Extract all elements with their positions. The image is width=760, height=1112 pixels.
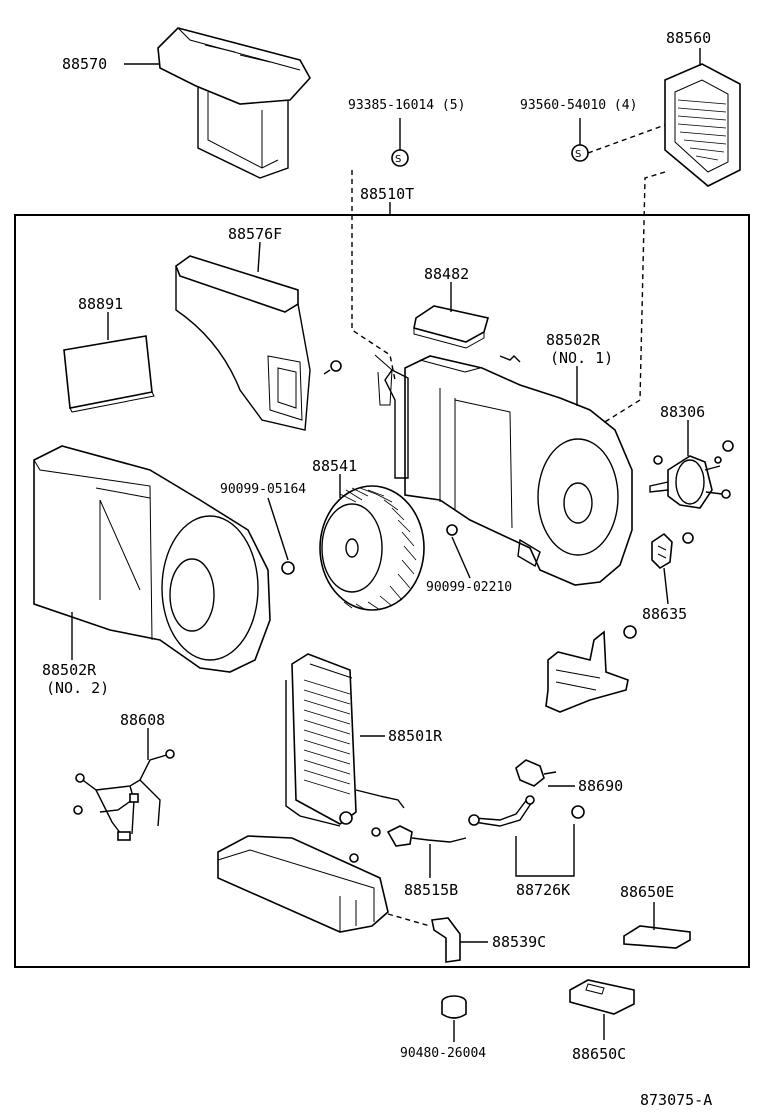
screw-s-right: S: [571, 144, 589, 162]
part-88560-drawing: [664, 63, 741, 187]
screw-case-1: [323, 360, 342, 375]
part-88608-drawing: [73, 749, 175, 841]
label-93560-54010: 93560-54010 (4): [520, 98, 638, 113]
label-88635: 88635: [642, 605, 688, 623]
part-88726K-drawing: [468, 795, 585, 827]
part-88502R-no2-drawing: [33, 445, 271, 673]
label-88576F: 88576F: [228, 225, 283, 243]
screw-case-3: [446, 524, 458, 536]
svg-text:S: S: [575, 149, 581, 160]
label-90480-26004: 90480-26004: [400, 1046, 487, 1061]
screw-s-left: S: [391, 149, 409, 167]
part-88635-drawing: [651, 532, 694, 570]
part-88650E-drawing: [623, 925, 691, 949]
part-88306-drawing: [649, 440, 734, 509]
svg-text:S: S: [395, 154, 401, 165]
label-88570: 88570: [62, 55, 108, 73]
part-90480-drawing: [441, 995, 467, 1019]
part-88891-drawing: [63, 335, 155, 413]
label-88891: 88891: [78, 295, 124, 313]
part-88570-drawing: [157, 27, 311, 179]
part-88539C-drawing: [431, 917, 461, 963]
label-88726K: 88726K: [516, 881, 571, 899]
label-88608: 88608: [120, 711, 166, 729]
drain-pan-drawing: [217, 835, 389, 933]
label-88482: 88482: [424, 265, 470, 283]
label-88650C: 88650C: [572, 1045, 627, 1063]
diagram-code: 873075-A: [640, 1091, 713, 1109]
label-88541: 88541: [312, 457, 358, 475]
part-88576F-drawing: [175, 255, 311, 431]
label-88306: 88306: [660, 403, 706, 421]
label-88510T: 88510T: [360, 185, 415, 203]
part-88541-drawing: [319, 485, 425, 611]
part-88515B-drawing: [349, 825, 467, 863]
label-88502R-no2: 88502R: [42, 661, 97, 679]
label-88502R-no1-sub: (NO. 1): [550, 349, 614, 367]
part-88482-drawing: [413, 305, 490, 349]
clip-case-2: [499, 355, 521, 363]
label-90099-05164: 90099-05164: [220, 482, 307, 497]
label-88560: 88560: [666, 29, 712, 47]
label-88650E: 88650E: [620, 883, 675, 901]
part-88502R-no1-drawing: [374, 354, 633, 586]
label-88502R-no2-sub: (NO. 2): [46, 679, 110, 697]
label-88502R-no1: 88502R: [546, 331, 601, 349]
part-88690-drawing: [515, 759, 557, 787]
part-88650C-drawing: [569, 979, 635, 1015]
label-88515B: 88515B: [404, 881, 459, 899]
label-90099-02210: 90099-02210: [426, 580, 513, 595]
label-93385-16014: 93385-16014 (5): [348, 98, 466, 113]
label-88539C: 88539C: [492, 933, 547, 951]
label-88501R: 88501R: [388, 727, 443, 745]
nut-90099-05164: [281, 561, 295, 575]
part-88501R-drawing: [285, 653, 405, 827]
label-88690: 88690: [578, 777, 624, 795]
bracket-drawing: [545, 625, 637, 713]
